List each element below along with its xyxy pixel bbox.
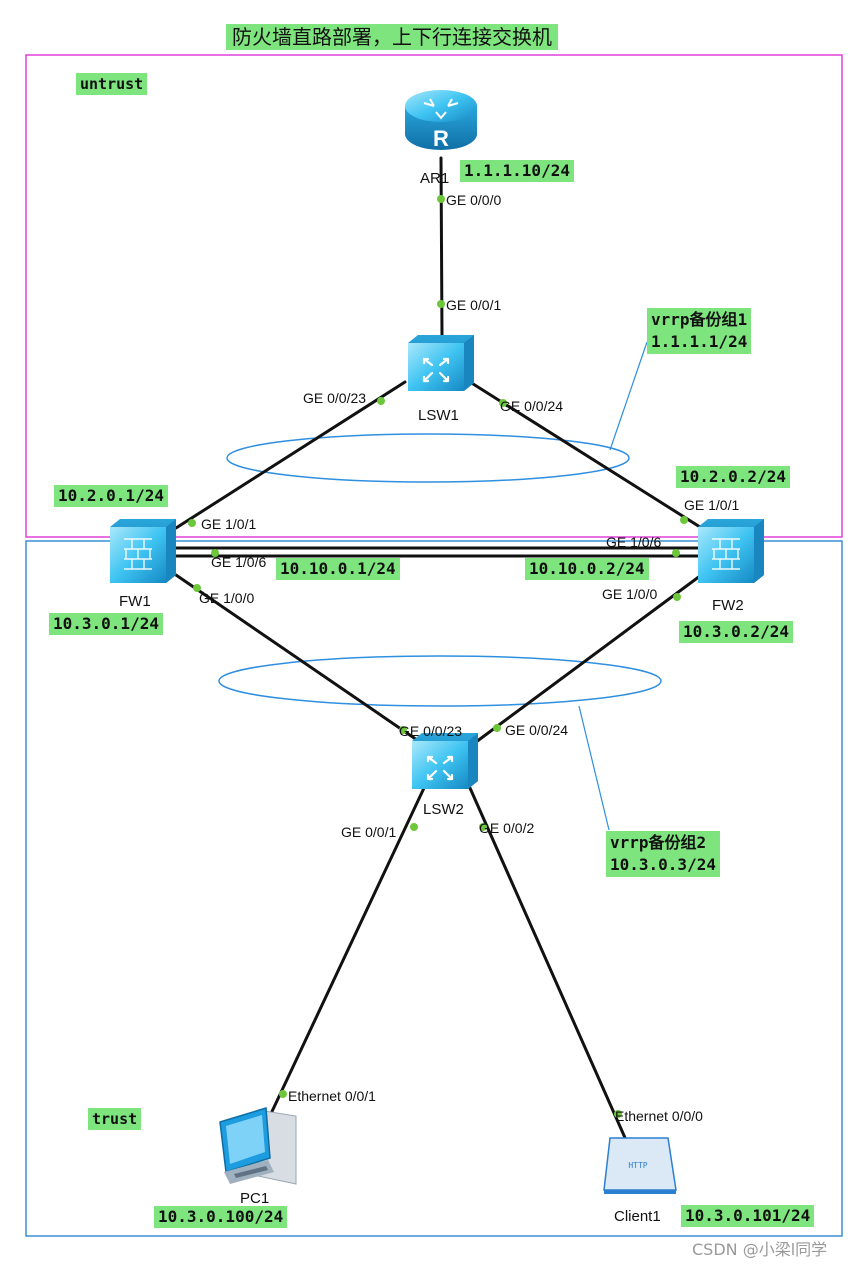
port-label: GE 0/0/1 [446,297,502,313]
link-fw2-lsw2 [474,574,702,744]
firewall-icon [698,519,764,583]
port-label: GE 0/0/23 [399,723,463,739]
port-label: GE 1/0/0 [602,586,658,602]
pc-icon [219,1107,297,1185]
port-label: Ethernet 0/0/1 [288,1088,376,1104]
link-lsw1-fw1 [174,380,407,530]
port-dot [399,726,407,734]
ip-label-fw1-heartbeat: 10.10.0.1/24 [276,558,400,580]
device-label-pc1: PC1 [240,1190,270,1207]
router-icon: R [405,90,477,151]
vrrp-group1-label: vrrp备份组1 1.1.1.1/24 [647,308,752,354]
port-label: GE 1/0/1 [201,516,257,532]
port-dot [193,584,201,592]
link-lsw2-pc1 [266,786,426,1122]
port-dot [673,593,681,601]
vrrp-group2-ring [218,655,662,707]
vrrp-group1-ring [226,433,630,483]
ip-label-fw1-down: 10.3.0.1/24 [49,613,163,635]
trust-zone-box [25,540,843,1237]
client-screen-text: HTTP [628,1161,647,1170]
port-label: GE 1/0/1 [684,497,740,513]
device-label-lsw1: LSW1 [418,407,459,424]
port-dot [410,823,418,831]
ip-label-fw2-heartbeat: 10.10.0.2/24 [525,558,649,580]
device-label-fw2: FW2 [712,597,744,614]
port-dot [479,823,487,831]
ip-label-fw2-up: 10.2.0.2/24 [676,466,790,488]
port-label: Ethernet 0/0/0 [615,1108,703,1124]
switch-icon [408,335,474,391]
port-dot [211,549,219,557]
watermark: CSDN @小梁l同学 [692,1240,828,1259]
ip-label-client1: 10.3.0.101/24 [681,1205,815,1227]
link-fw1-lsw2 [174,573,422,744]
vrrp-group2-label: vrrp备份组2 10.3.0.3/24 [606,831,720,877]
port-label: GE 0/0/1 [341,824,397,840]
ip-label-fw1-up: 10.2.0.1/24 [54,485,168,507]
port-label: GE 1/0/0 [199,590,255,606]
port-dot [377,397,385,405]
port-dot [614,1110,622,1118]
zone-label-trust: trust [88,1108,142,1130]
diagram-title: 防火墙直路部署，上下行连接交换机 [226,24,558,50]
switch-icon [412,733,478,789]
port-dot [188,519,196,527]
ip-label-ar1: 1.1.1.10/24 [460,160,574,182]
client-icon: HTTP [603,1137,677,1194]
vrrp-group2-ip: 10.3.0.3/24 [610,855,716,874]
port-label: GE 1/0/6 [606,534,662,550]
port-label: GE 0/0/2 [479,820,535,836]
ip-label-pc1: 10.3.0.100/24 [154,1206,288,1228]
device-label-client1: Client1 [614,1208,661,1225]
port-label: GE 0/0/0 [446,192,502,208]
vrrp-group2-callout [578,705,610,831]
port-dot [279,1090,287,1098]
firewall-icon [110,519,176,583]
vrrp-group1-ip: 1.1.1.1/24 [651,332,748,351]
port-label: GE 0/0/23 [303,390,367,406]
port-dot [493,724,501,732]
vrrp-group1-name: vrrp备份组1 [651,310,748,329]
port-dot [680,516,688,524]
port-dot [437,300,445,308]
device-label-fw1: FW1 [119,593,151,610]
vrrp-group2-name: vrrp备份组2 [610,833,707,852]
port-label: GE 0/0/24 [500,398,564,414]
port-dot [499,399,507,407]
port-dot [672,549,680,557]
svg-text:R: R [433,126,449,151]
vrrp-group1-callout [609,341,648,451]
port-dot [437,195,445,203]
link-lsw2-client1 [468,786,628,1142]
port-label: GE 0/0/24 [505,722,569,738]
device-label-ar1: AR1 [420,170,450,187]
device-label-lsw2: LSW2 [423,801,464,818]
ip-label-fw2-down: 10.3.0.2/24 [679,621,793,643]
zone-label-untrust: untrust [76,73,148,95]
link-lsw1-fw2 [468,380,702,529]
port-label: GE 1/0/6 [211,554,267,570]
untrust-zone-box [25,54,843,538]
